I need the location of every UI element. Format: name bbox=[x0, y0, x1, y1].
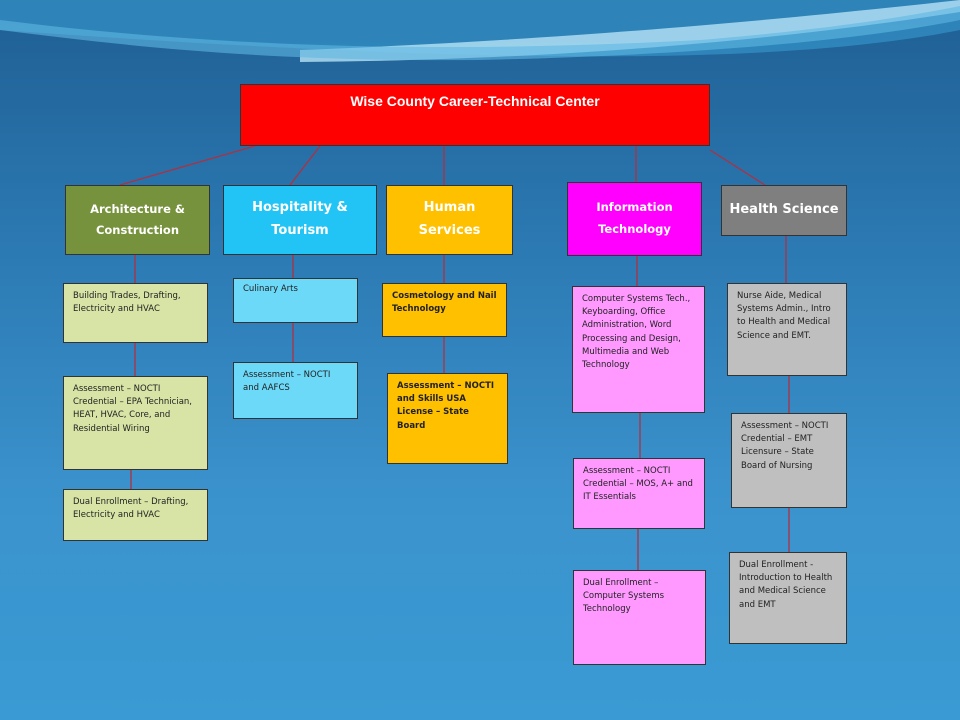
it-dual-enrollment-box: Dual Enrollment – Computer Systems Techn… bbox=[573, 570, 706, 665]
category-human-services: Human Services bbox=[386, 185, 513, 255]
architecture-programs-box: Building Trades, Drafting, Electricity a… bbox=[63, 283, 208, 343]
chart-title: Wise County Career-Technical Center bbox=[240, 84, 710, 146]
human-services-programs-box: Cosmetology and Nail Technology bbox=[382, 283, 507, 337]
category-health-science: Health Science bbox=[721, 185, 847, 236]
it-programs-box: Computer Systems Tech., Keyboarding, Off… bbox=[572, 286, 705, 413]
health-dual-enrollment-box: Dual Enrollment - Introduction to Health… bbox=[729, 552, 847, 644]
architecture-dual-enrollment-box: Dual Enrollment – Drafting, Electricity … bbox=[63, 489, 208, 541]
category-information-technology: Information Technology bbox=[567, 182, 702, 256]
architecture-assessment-box: Assessment – NOCTI Credential – EPA Tech… bbox=[63, 376, 208, 470]
category-architecture-construction: Architecture & Construction bbox=[65, 185, 210, 255]
hospitality-programs-box: Culinary Arts bbox=[233, 278, 358, 323]
health-assessment-box: Assessment – NOCTI Credential – EMT Lice… bbox=[731, 413, 847, 508]
it-assessment-box: Assessment – NOCTI Credential – MOS, A+ … bbox=[573, 458, 705, 529]
human-services-assessment-box: Assessment – NOCTI and Skills USA Licens… bbox=[387, 373, 508, 464]
health-programs-box: Nurse Aide, Medical Systems Admin., Intr… bbox=[727, 283, 847, 376]
category-hospitality-tourism: Hospitality & Tourism bbox=[223, 185, 377, 255]
hospitality-assessment-box: Assessment – NOCTI and AAFCS bbox=[233, 362, 358, 419]
